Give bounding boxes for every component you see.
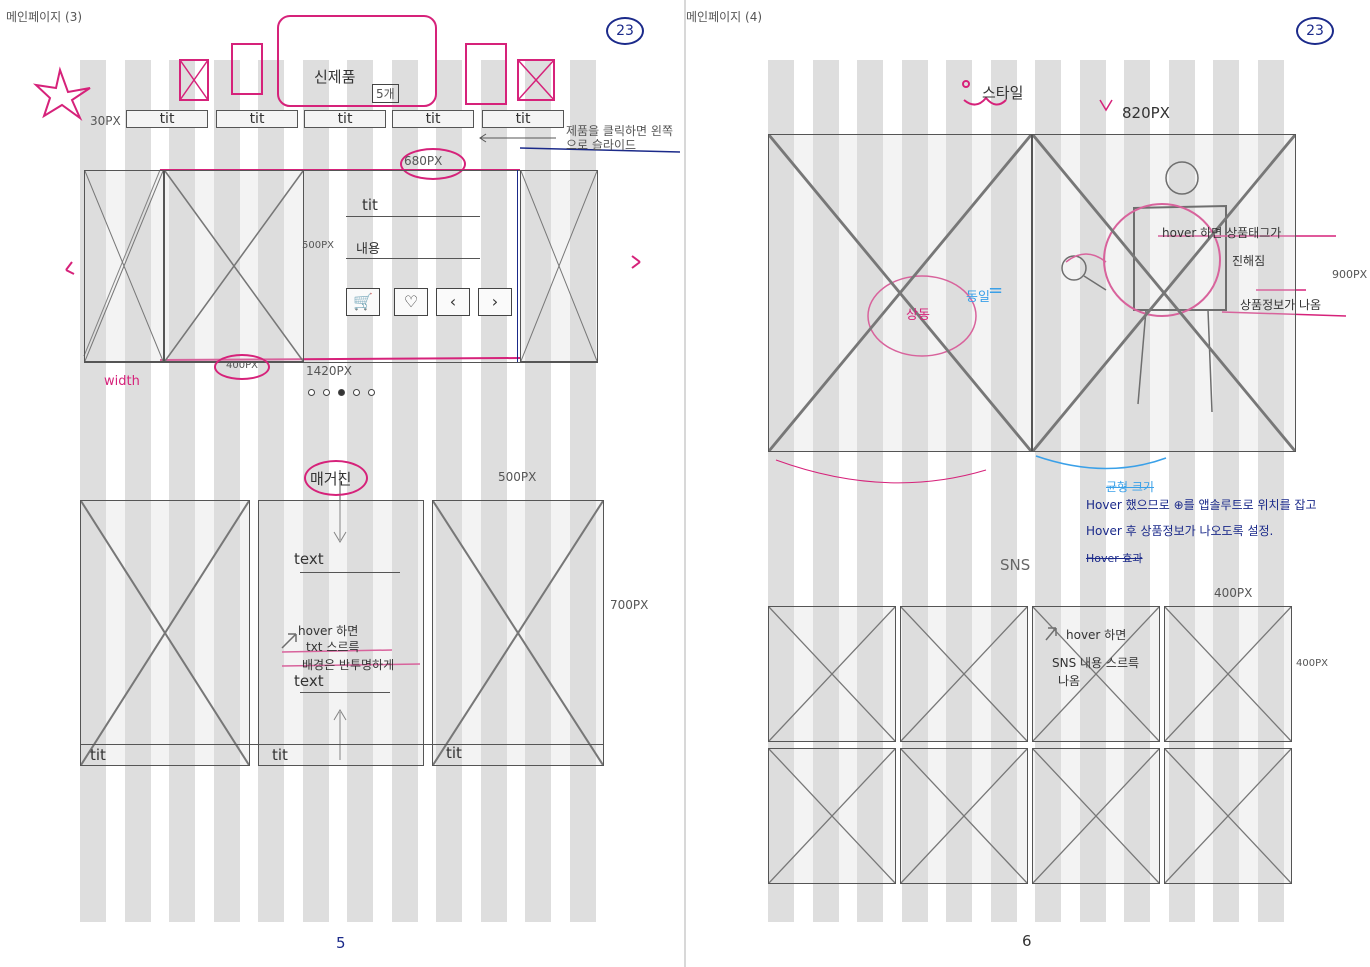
magazine-text-2: text (294, 672, 324, 690)
right-page: 메인페이지 (4) 23 스타일 820PX 상동 동일 = hover 하면 … (686, 0, 1370, 967)
magazine-tit-3: tit (446, 744, 462, 762)
chevron-right-icon[interactable]: › (478, 288, 512, 316)
magazine-label: 매거진 (310, 468, 351, 489)
total-width-note: 1420PX (306, 364, 352, 378)
style-height-note: 900PX (1332, 268, 1367, 281)
style-section-label: 스타일 (982, 82, 1023, 103)
left-page: 메인페이지 (3) 23 신제품 5개 30PX tittittittittit… (0, 0, 684, 967)
text1-underline (300, 572, 400, 573)
pagination-dot[interactable] (308, 389, 315, 396)
sns-width-note: 400PX (1214, 586, 1252, 600)
sns-card[interactable] (768, 748, 896, 884)
sns-card[interactable] (900, 606, 1028, 742)
pagination-dot[interactable] (353, 389, 360, 396)
product-tab[interactable]: tit (216, 110, 298, 128)
sns-card[interactable] (1164, 606, 1292, 742)
text2-underline (300, 692, 390, 693)
magazine-card-3[interactable] (432, 500, 604, 766)
magazine-hover-note-1: hover 하면 (298, 622, 358, 639)
width-label: width (104, 374, 140, 389)
image-width-note: 400PX (226, 360, 258, 371)
slider-prev-image[interactable] (84, 170, 164, 362)
sns-section-label: SNS (1000, 556, 1030, 574)
magazine-card-1[interactable] (80, 500, 250, 766)
style-width-note: 820PX (1122, 104, 1170, 122)
sns-height-note: 400PX (1296, 658, 1328, 669)
slider-next-image[interactable] (520, 170, 598, 362)
slider-info-border (517, 170, 518, 362)
magazine-hover-note-3: 배경은 반투명하게 (302, 656, 394, 673)
sns-card[interactable] (768, 606, 896, 742)
slider-info-content: 내용 (356, 238, 380, 257)
tab-height-note: 30PX (90, 114, 121, 128)
slider-bottom-line (84, 362, 598, 363)
sns-hover-note-3: 나옴 (1058, 672, 1080, 689)
new-product-title: 신제품 (314, 66, 355, 87)
style-hover-note-2: 진해짐 (1232, 252, 1265, 269)
pagination-dot[interactable] (338, 389, 345, 396)
equals-sign: = (988, 280, 1003, 301)
balance-size-strike: 균형 크기 (1106, 478, 1154, 495)
hover-info-note: Hover 후 상품정보가 나오도록 설정. (1086, 522, 1273, 539)
magazine-tit-1: tit (90, 746, 106, 764)
identical-note: 동일 (966, 286, 990, 305)
info-title-underline (346, 216, 480, 217)
product-tab[interactable]: tit (482, 110, 564, 128)
chevron-left-icon[interactable]: ‹ (436, 288, 470, 316)
product-tab[interactable]: tit (392, 110, 474, 128)
heart-icon[interactable]: ♡ (394, 288, 428, 316)
style-big-image-2[interactable] (1032, 134, 1296, 452)
style-hover-note-1: hover 하면 상품태그가 (1162, 224, 1281, 241)
product-tab[interactable]: tit (304, 110, 386, 128)
sns-card[interactable] (900, 748, 1028, 884)
slider-main-image[interactable] (164, 170, 304, 362)
magazine-width-note: 500PX (498, 470, 536, 484)
slider-width-note: 680PX (404, 154, 442, 168)
magazine-tit-2: tit (272, 746, 288, 764)
new-product-count-badge: 5개 (372, 84, 399, 103)
pagination-dot[interactable] (323, 389, 330, 396)
sns-card[interactable] (1164, 748, 1292, 884)
left-page-number: 5 (336, 934, 346, 952)
magazine-height-note: 700PX (610, 598, 648, 612)
sns-hover-note-1: hover 하면 (1066, 626, 1126, 643)
cart-icon[interactable]: 🛒 (346, 288, 380, 316)
magazine-tit-line (80, 744, 604, 745)
product-tab[interactable]: tit (126, 110, 208, 128)
right-page-number: 6 (1022, 932, 1032, 950)
hover-effect-strike: Hover 효과 (1086, 550, 1143, 566)
sns-hover-note-2: SNS 내용 스르륵 (1052, 654, 1139, 671)
same-as-above-note: 상동 (906, 304, 930, 323)
magazine-hover-note-2: txt 스르륵 (306, 638, 359, 655)
magazine-text-1: text (294, 550, 324, 568)
slider-info-title: tit (362, 196, 378, 214)
pagination-dot[interactable] (368, 389, 375, 396)
slider-height-note: 500PX (302, 240, 334, 251)
tab-slide-note: 제품을 클릭하면 왼쪽으로 슬라이드 (566, 124, 684, 152)
style-hover-note-3: 상품정보가 나옴 (1240, 296, 1321, 313)
sns-card[interactable] (1032, 748, 1160, 884)
info-content-underline (346, 258, 480, 259)
hover-position-note: Hover 했으므로 ⊕를 앱솔루트로 위치를 잡고 (1086, 496, 1317, 513)
